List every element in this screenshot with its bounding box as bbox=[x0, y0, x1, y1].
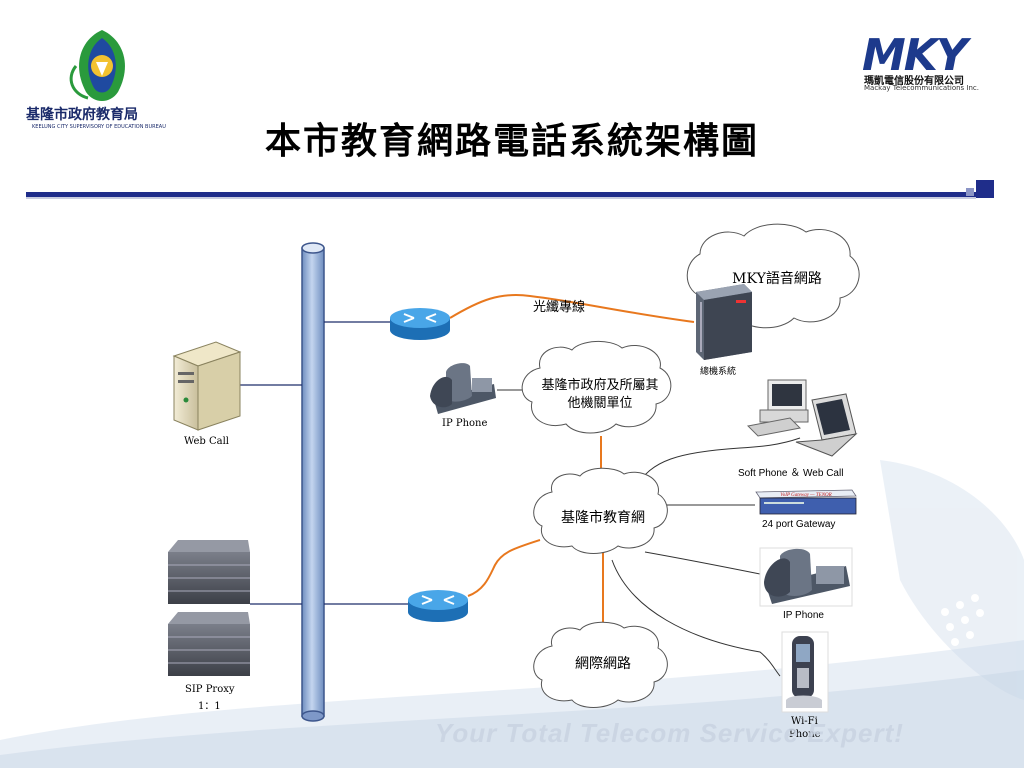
cloud-internet-label: 網際網路 bbox=[575, 656, 631, 672]
cloud-edu-net bbox=[533, 467, 668, 554]
footer-slogan: Your Total Telecom Service Expert! bbox=[435, 718, 904, 748]
cloud-internet bbox=[533, 621, 668, 708]
gateway-icon bbox=[755, 489, 857, 515]
line-router2-edunet bbox=[467, 539, 541, 597]
router-top-icon bbox=[390, 308, 450, 340]
ip-phone-small-label: IP Phone bbox=[442, 418, 488, 429]
education-bureau-name: 基隆市政府教育局 bbox=[26, 107, 138, 123]
connection-lines bbox=[240, 294, 801, 677]
wifi-phone-icon bbox=[786, 636, 822, 708]
wifi-phone-label-line1: Wi-Fi bbox=[791, 716, 818, 727]
router-bottom-icon bbox=[408, 590, 468, 622]
wifi-phone-label-line2: Phone bbox=[789, 729, 821, 740]
sip-proxy-rack-bottom-icon bbox=[168, 612, 250, 676]
education-bureau-logo-icon bbox=[69, 30, 125, 101]
gateway-label: 24 port Gateway bbox=[762, 519, 836, 530]
cloud-mky-voice-label: MKY語音網路 bbox=[732, 271, 822, 287]
soft-phone-label: Soft Phone ＆ Web Call bbox=[738, 468, 844, 479]
ip-phone-large-label: IP Phone bbox=[783, 610, 824, 621]
sip-proxy-label-line2: 1：1 bbox=[198, 701, 221, 712]
cloud-gov-units bbox=[521, 341, 672, 434]
ip-phone-small-icon bbox=[430, 363, 496, 414]
header-rule bbox=[26, 180, 994, 199]
education-bureau-subtitle: KEELUNG CITY SUPERVISORY OF EDUCATION BU… bbox=[32, 124, 166, 130]
mky-logo-word: MKY bbox=[862, 30, 968, 81]
phone-watermark-icon bbox=[880, 460, 1024, 700]
fiber-label: 光纖專線 bbox=[533, 300, 586, 315]
line-edunet-wifi bbox=[611, 559, 781, 677]
mky-company-english: Mackay Telecommunications Inc. bbox=[864, 84, 979, 92]
gateway-panel-label: VoIP Gateway — TENOR bbox=[780, 493, 831, 498]
softphone-laptop-icon bbox=[795, 393, 858, 457]
cloud-gov-units-label-line1: 基隆市政府及所屬其 bbox=[541, 378, 659, 393]
cloud-edu-net-label: 基隆市教育網 bbox=[561, 510, 645, 526]
line-edunet-softphone bbox=[635, 437, 801, 489]
sip-proxy-rack-top-icon bbox=[168, 540, 250, 604]
pbx-icon bbox=[696, 284, 752, 360]
web-call-label: Web Call bbox=[184, 436, 229, 447]
line-edunet-ipphone bbox=[644, 551, 761, 575]
webcall-server-icon bbox=[172, 341, 242, 431]
fiber-line bbox=[449, 294, 695, 323]
cloud-gov-units-label-line2: 他機關單位 bbox=[567, 396, 633, 411]
backbone-pipe bbox=[301, 242, 325, 722]
mky-company-name: 瑪凱電信股份有限公司 bbox=[864, 76, 964, 87]
softphone-pc-icon bbox=[746, 379, 809, 437]
ip-phone-large-icon bbox=[764, 548, 850, 604]
page-title: 本市教育網路電話系統架構圖 bbox=[264, 120, 759, 162]
pbx-label: 總機系統 bbox=[700, 367, 737, 377]
sip-proxy-label-line1: SIP Proxy bbox=[185, 684, 235, 695]
